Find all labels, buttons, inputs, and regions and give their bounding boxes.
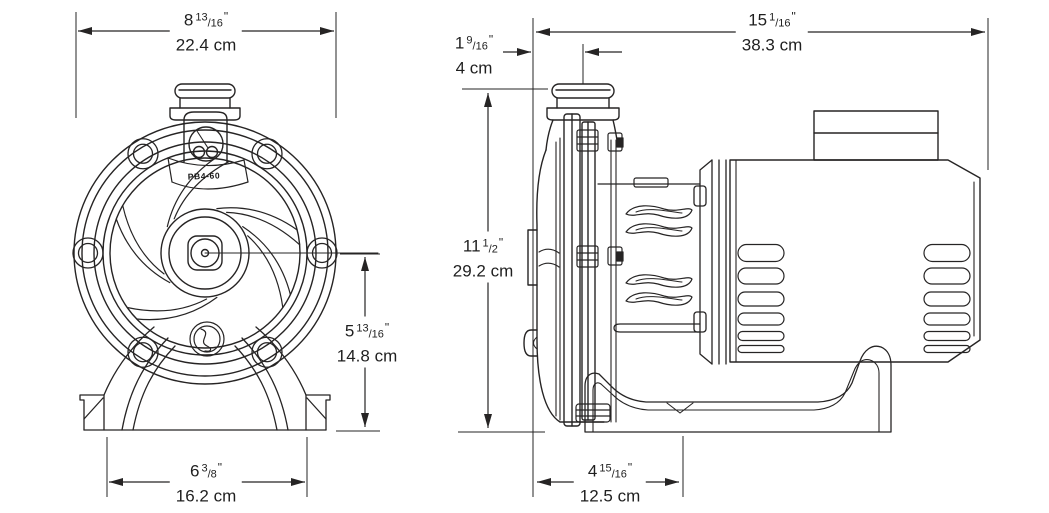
pump-model-label: PB4-60 [187, 170, 221, 182]
clamp-knobs [625, 205, 693, 306]
dim-side-base-offset-cm: 12.5 cm [579, 486, 641, 506]
dim-side-overall-length-cm: 38.3 cm [741, 35, 803, 55]
vent-slots [737, 243, 971, 354]
motor-bracket [597, 177, 701, 333]
dimension-lines [75, 12, 989, 497]
motor-shroud [693, 159, 727, 365]
dim-side-overall-height-cm: 29.2 cm [452, 261, 514, 281]
dim-side-port-offset-cm: 4 cm [455, 58, 493, 78]
side-view [523, 83, 981, 433]
dim-front-center-height-cm: 14.8 cm [336, 346, 398, 366]
junction-box [813, 110, 939, 161]
motor-body [729, 110, 981, 363]
dim-front-base-width-cm: 16.2 cm [175, 486, 237, 506]
front-view [72, 83, 379, 431]
impeller-spokes [115, 157, 301, 321]
front-suction-port [169, 83, 241, 163]
volute-housing [523, 113, 617, 427]
dim-front-width-cm: 22.4 cm [175, 35, 237, 55]
saddle-base-side [584, 345, 892, 433]
hub [160, 208, 379, 298]
drain-plug [189, 321, 225, 357]
pedestal-base-front [79, 326, 331, 431]
model-banner [167, 157, 249, 190]
